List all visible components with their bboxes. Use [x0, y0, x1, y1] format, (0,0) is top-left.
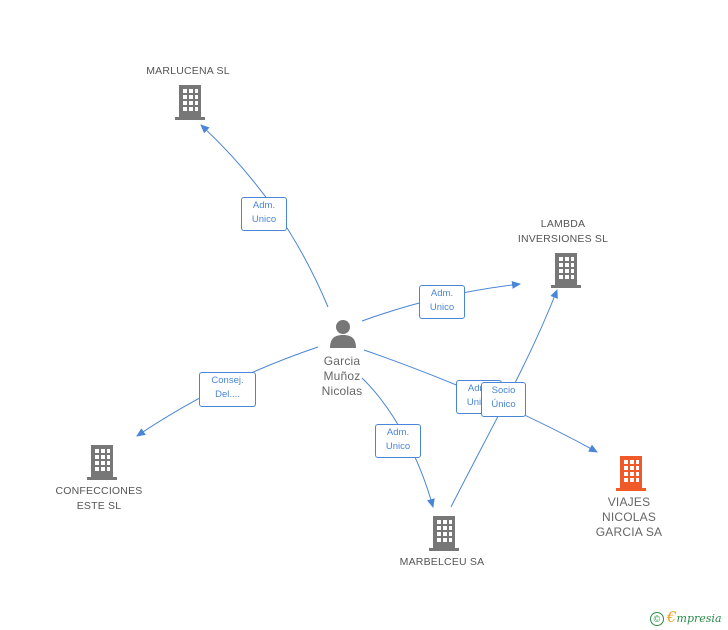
- marlucena-building-icon[interactable]: [174, 84, 206, 120]
- lambda-building-icon[interactable]: [550, 252, 582, 288]
- marbelceu-label[interactable]: MARBELCEU SA: [399, 556, 485, 568]
- marlucena-label[interactable]: MARLUCENA SL: [146, 65, 230, 77]
- edge-label-confecciones[interactable]: Consej.Del....: [199, 372, 256, 407]
- confecciones-building-icon[interactable]: [86, 444, 118, 480]
- copyright-icon: ©: [650, 611, 664, 626]
- lambda-label[interactable]: LAMBDA INVERSIONES SL: [517, 218, 609, 245]
- marbelceu-building-icon[interactable]: [428, 515, 460, 551]
- person-label[interactable]: Garcia Muñoz Nicolas: [321, 354, 363, 398]
- edge-label-lambda[interactable]: Adm.Unico: [419, 285, 465, 319]
- confecciones-label[interactable]: CONFECCIONES ESTE SL: [55, 485, 143, 512]
- edge-label-marlucena[interactable]: Adm.Unico: [241, 197, 287, 231]
- edge-label-marbelceu[interactable]: Adm.Unico: [375, 424, 421, 458]
- empresia-logo: ©€mpresia: [650, 608, 722, 626]
- viajes-label[interactable]: VIAJES NICOLAS GARCIA SA: [595, 495, 663, 539]
- person-icon[interactable]: [329, 319, 357, 349]
- viajes-building-icon[interactable]: [615, 455, 647, 491]
